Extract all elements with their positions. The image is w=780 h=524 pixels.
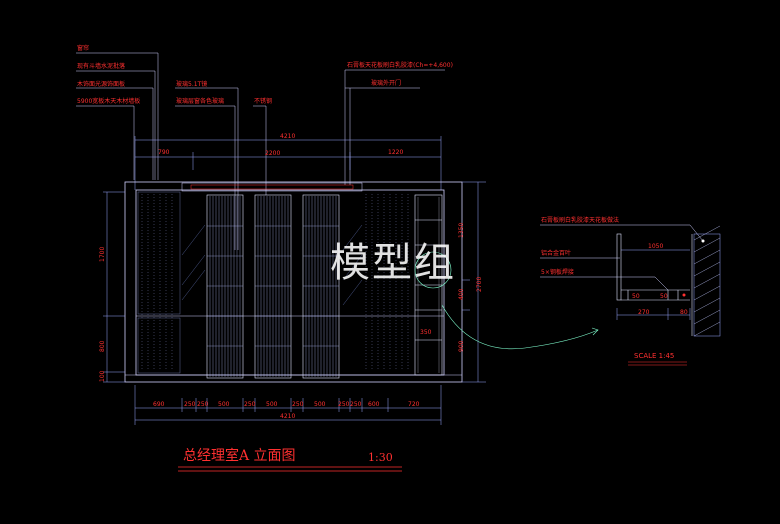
detail-dim-2: 50	[632, 293, 640, 300]
leader-label-mid-1: 玻璃5.1T镜	[176, 80, 207, 88]
leader-label-left-3: 木饰面光源饰面板	[77, 80, 125, 88]
door-slats	[207, 196, 339, 377]
dim-left-1: 1700	[99, 247, 106, 262]
dims-left	[103, 191, 125, 383]
dim-right-2: 400	[458, 288, 465, 300]
dim-left-2: 800	[99, 340, 106, 352]
dims-bottom	[134, 385, 442, 425]
detail-anchor-icon	[682, 293, 686, 297]
dim-right-overall: 2700	[476, 277, 483, 292]
dim-top-middle: 2200	[265, 150, 280, 157]
dim-bottom-9: 250	[338, 401, 350, 408]
leader-label-right-1: 石膏板天花板刷白乳胶漆(Ch=+4,600)	[347, 61, 453, 69]
dims-right	[462, 181, 486, 383]
dim-bottom-12: 720	[408, 401, 420, 408]
dim-right-4: 350	[420, 329, 432, 336]
leaders-right	[344, 69, 445, 185]
leaders-left	[76, 52, 159, 180]
detail-label-1: 石膏板刷白乳胶漆天花板做法	[541, 216, 619, 224]
detail-dim-1: 1050	[648, 243, 663, 250]
leader-label-right-2: 玻璃外开门	[371, 79, 401, 87]
dim-bottom-5: 250	[244, 401, 256, 408]
dim-bottom-1: 690	[153, 401, 165, 408]
drawing-scale: 1:30	[368, 451, 393, 464]
dim-bottom-4: 500	[218, 401, 230, 408]
dim-bottom-10: 250	[350, 401, 362, 408]
dim-bottom-overall: 4210	[280, 413, 295, 420]
detail-scale-label: SCALE 1:45	[634, 352, 674, 360]
detail-dim-5: 80	[680, 309, 688, 316]
detail-dims	[616, 249, 691, 320]
leader-label-left-1: 窗帘	[77, 44, 89, 52]
detail-point	[701, 239, 705, 243]
dim-bottom-2: 250	[184, 401, 196, 408]
leader-label-mid-2: 玻璃层窗各色玻璃	[176, 97, 224, 105]
leader-label-mid-3: 不锈钢	[254, 97, 272, 105]
dim-bottom-11: 600	[368, 401, 380, 408]
title-underline	[178, 466, 402, 472]
dim-right-1: 1350	[458, 223, 465, 238]
detail-section	[616, 233, 693, 336]
detail-dim-3: 50	[660, 293, 668, 300]
door-panels	[206, 194, 340, 379]
left-panel	[137, 191, 206, 374]
watermark-text: 模型组	[330, 240, 456, 286]
detail-label-3: 5×钢板焊接	[541, 268, 574, 276]
dim-bottom-7: 250	[292, 401, 304, 408]
dim-bottom-3: 250	[197, 401, 209, 408]
dim-top-left: 790	[158, 149, 170, 156]
leader-label-left-2: 现有斗墙水泥批落	[77, 62, 125, 70]
detail-leaders	[540, 224, 704, 291]
dim-left-3: 100	[99, 370, 106, 382]
dim-bottom-6: 500	[266, 401, 278, 408]
dims-top	[134, 136, 442, 190]
detail-dim-4: 270	[638, 309, 650, 316]
detail-label-2: 铝合金百叶	[541, 249, 571, 257]
dim-top-right: 1220	[388, 149, 403, 156]
leaders-mid	[175, 87, 267, 250]
detail-wall-hatch	[693, 225, 721, 337]
leader-label-left-4: 5900宽板木天木材墙板	[77, 97, 140, 105]
detail-callout	[414, 251, 599, 350]
right-panel	[342, 194, 409, 370]
dim-bottom-8: 500	[314, 401, 326, 408]
detail-scale-underline	[628, 361, 687, 366]
dim-top-overall: 4210	[280, 133, 295, 140]
dim-right-3: 900	[458, 340, 465, 352]
drawing-title: 总经理室A 立面图	[183, 447, 296, 464]
